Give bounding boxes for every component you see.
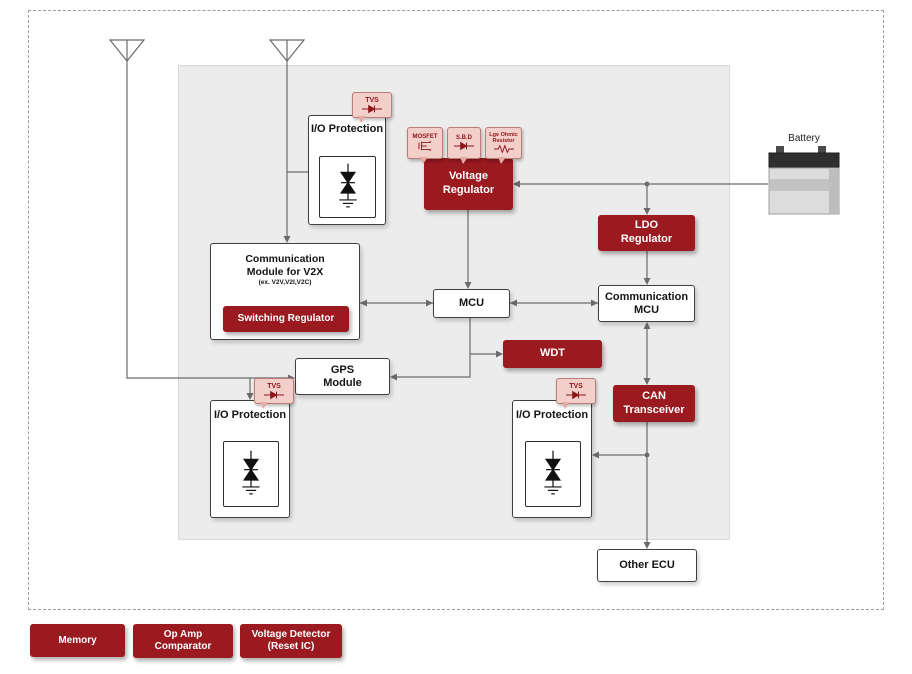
callout-label: TVS [569, 382, 583, 390]
block-subtitle: (ex. V2V,V2I,V2C) [258, 279, 312, 287]
callout-label: Lge Ohmic Resistor [489, 131, 518, 144]
callout-tail [260, 402, 268, 409]
block-io-protection-left: I/O Protection [210, 400, 290, 518]
callout-mosfet: MOSFET [407, 127, 443, 164]
block-label: LDO Regulator [620, 219, 673, 245]
callout-tvs-top: TVS [352, 92, 392, 123]
callout-tvs-right: TVS [556, 378, 596, 409]
arrowheads [246, 180, 651, 549]
block-label: I/O Protection [515, 409, 589, 421]
callout-label: TVS [267, 382, 281, 390]
legend-voltage-detector: Voltage Detector (Reset IC) [240, 624, 342, 658]
block-communication-mcu: Communication MCU [598, 285, 695, 322]
tvs-diode-icon [242, 450, 260, 495]
antenna-icon [108, 39, 146, 62]
block-title: Communication Module for V2X [245, 253, 325, 278]
diode-icon [264, 390, 284, 399]
diode-icon [566, 390, 586, 399]
block-can-transceiver: CAN Transceiver [613, 385, 695, 422]
block-label: GPS Module [323, 363, 362, 389]
block-io-protection-top: I/O Protection [308, 115, 386, 225]
outer-boundary [28, 10, 884, 610]
block-communication-module-v2x: Communication Module for V2X (ex. V2V,V2… [210, 243, 360, 340]
tvs-circuit-box [525, 441, 581, 507]
tvs-circuit-box [223, 441, 279, 507]
block-switching-regulator: Switching Regulator [223, 306, 349, 332]
tvs-circuit-box [319, 156, 376, 218]
callout-tail [358, 116, 366, 123]
diode-icon [454, 142, 474, 151]
mosfet-icon [418, 141, 431, 152]
callout-tail [562, 402, 570, 409]
battery-caption: Battery [788, 133, 820, 144]
block-label: I/O Protection [213, 409, 287, 421]
block-mcu: MCU [433, 289, 510, 318]
callout-tvs-left: TVS [254, 378, 294, 409]
antenna-icon [268, 39, 306, 62]
block-label: Communication MCU [604, 290, 689, 316]
callout-label: S.B.D [455, 134, 472, 141]
block-label: I/O Protection [310, 123, 384, 135]
diode-icon [362, 104, 382, 113]
callout-lge-ohmic-resistor: Lge Ohmic Resistor [485, 127, 522, 164]
tvs-diode-icon [338, 163, 357, 208]
battery-icon [768, 146, 840, 215]
block-io-protection-right: I/O Protection [512, 400, 592, 518]
block-label: MCU [458, 297, 485, 310]
callout-tail [420, 157, 428, 164]
legend-memory: Memory [30, 624, 125, 657]
block-other-ecu: Other ECU [597, 549, 697, 582]
block-label: CAN Transceiver [623, 389, 685, 416]
block-ldo-regulator: LDO Regulator [598, 215, 695, 251]
block-wdt: WDT [503, 340, 602, 368]
callout-sbd: S.B.D [447, 127, 481, 164]
legend-label: Voltage Detector (Reset IC) [251, 629, 331, 652]
block-label: Other ECU [619, 559, 675, 572]
legend-op-amp-comparator: Op Amp Comparator [133, 624, 233, 658]
callout-tail [498, 157, 506, 164]
block-label: Voltage Regulator [442, 170, 495, 196]
callout-tail [460, 157, 468, 164]
callout-label: TVS [365, 96, 379, 104]
block-voltage-regulator: Voltage Regulator [424, 158, 513, 210]
callout-label: MOSFET [412, 133, 438, 140]
tvs-diode-icon [544, 450, 562, 495]
legend-label: Op Amp Comparator [154, 629, 212, 652]
resistor-icon [493, 144, 514, 154]
block-gps-module: GPS Module [295, 358, 390, 395]
